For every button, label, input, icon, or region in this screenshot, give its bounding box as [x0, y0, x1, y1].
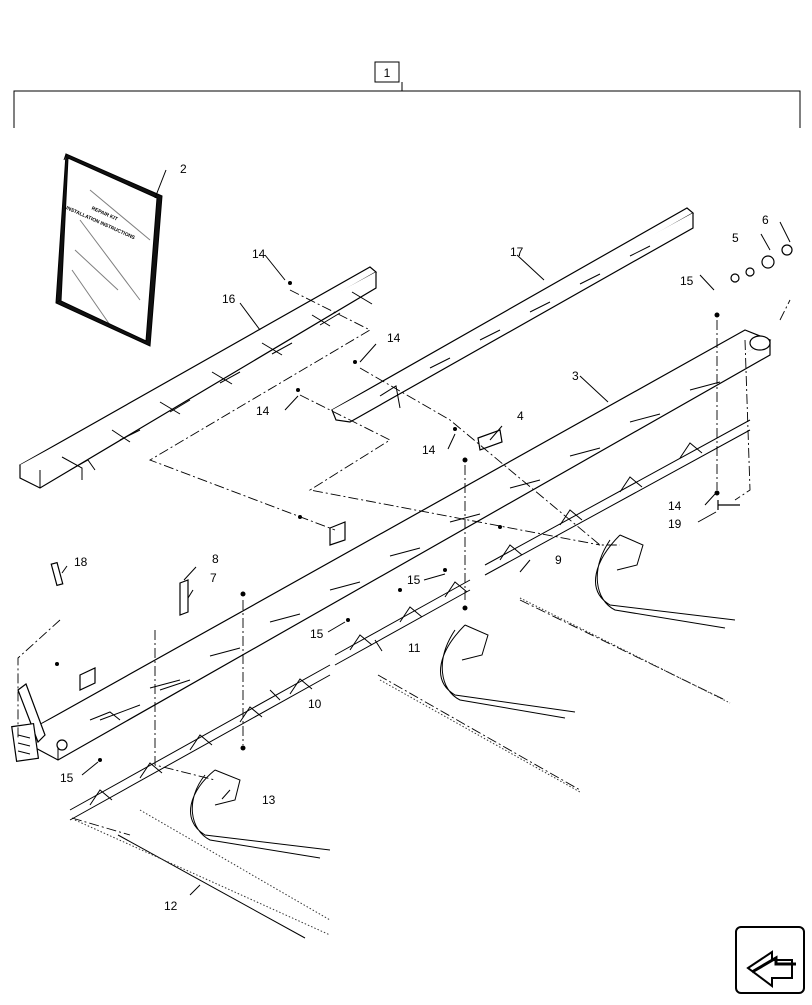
callout-15c: 15 [310, 627, 324, 641]
part-3-main-tube [28, 329, 772, 761]
callout-15a: 15 [680, 274, 694, 288]
part-17-strip [331, 207, 695, 423]
callout-2: 2 [180, 162, 187, 176]
part-12-rod [117, 834, 306, 939]
callout-11: 11 [408, 641, 421, 655]
callouts: 2 3 4 5 6 7 8 9 10 11 12 13 14 14 14 14 … [60, 162, 769, 913]
callout-14a: 14 [252, 247, 266, 261]
callout-12: 12 [164, 899, 178, 913]
callout-5: 5 [732, 231, 739, 245]
instruction-manual: REPAIR KIT INSTALLATION INSTRUCTIONS [55, 153, 163, 347]
part-16-strip [19, 266, 378, 489]
callout-13: 13 [262, 793, 276, 807]
finger-plates [69, 419, 751, 821]
wire-tines [190, 534, 736, 859]
assembly-bracket: 1 [13, 61, 801, 128]
assembly-label: 1 [384, 66, 391, 80]
assembly-lines [17, 289, 791, 836]
callout-14d: 14 [422, 443, 436, 457]
callout-4: 4 [517, 409, 524, 423]
callout-9: 9 [555, 553, 562, 567]
callout-17: 17 [510, 245, 524, 259]
callout-16: 16 [222, 292, 236, 306]
callout-18: 18 [74, 555, 88, 569]
callout-7: 7 [210, 571, 217, 585]
callout-10: 10 [308, 697, 322, 711]
assembly-label-box [374, 61, 400, 83]
callout-15b: 15 [407, 573, 421, 587]
callout-15d: 15 [60, 771, 74, 785]
callout-14b: 14 [387, 331, 401, 345]
callout-6: 6 [762, 213, 769, 227]
leader-lines [61, 169, 791, 896]
callout-14e: 14 [668, 499, 682, 513]
callout-19: 19 [668, 517, 682, 531]
callout-3: 3 [572, 369, 579, 383]
callout-8: 8 [212, 552, 219, 566]
callout-14c: 14 [256, 404, 270, 418]
next-page-arrow-icon[interactable] [735, 926, 805, 994]
spring-wires [74, 597, 731, 936]
